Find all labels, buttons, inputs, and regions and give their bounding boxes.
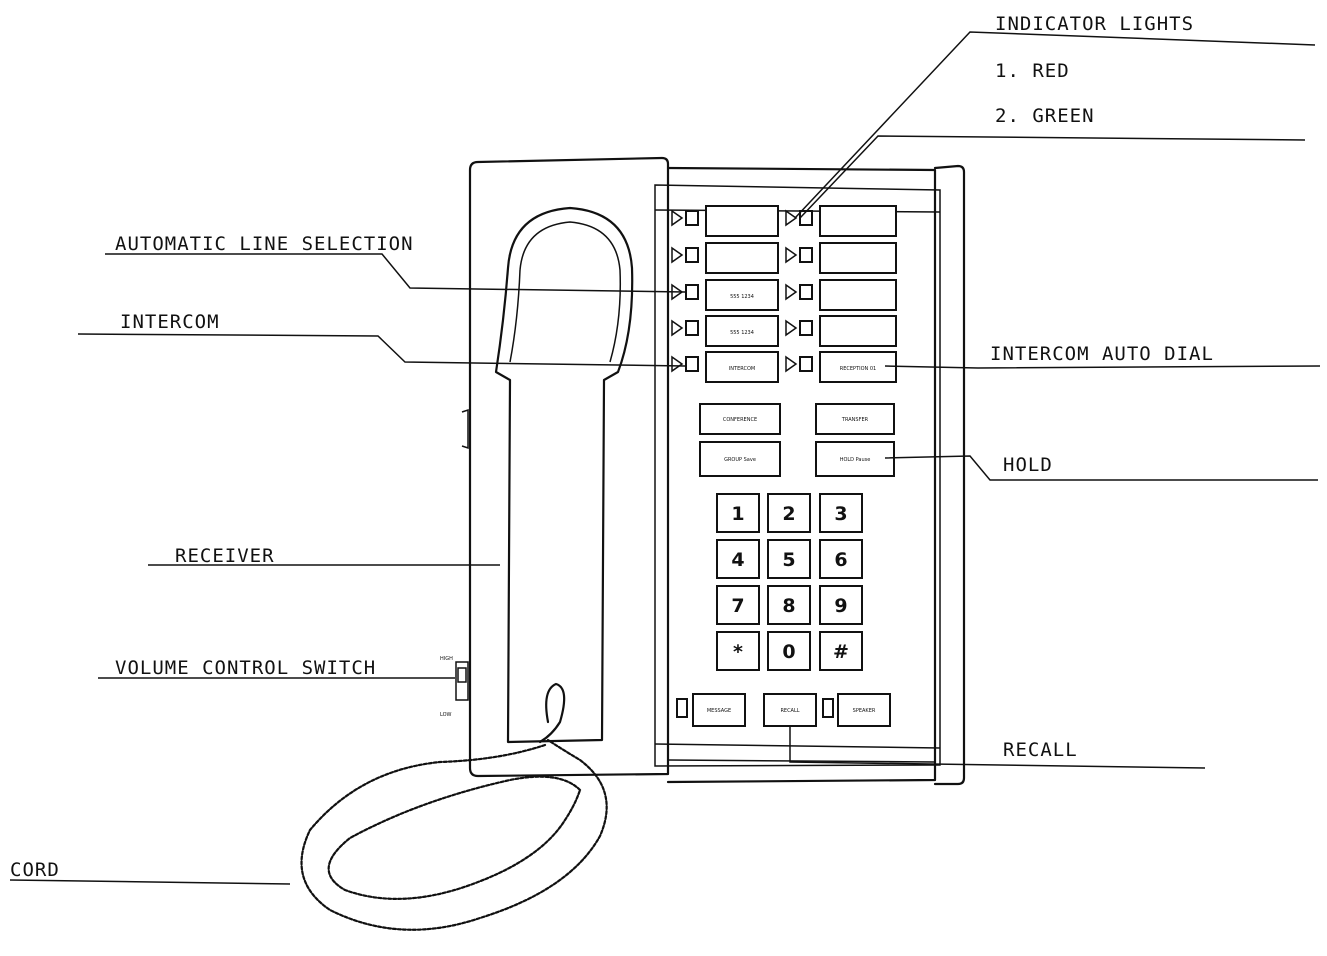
speaker-button-label: SPEAKER <box>853 708 876 714</box>
callouts: INDICATOR LIGHTS 1. RED 2. GREEN AUTOMAT… <box>10 13 1214 881</box>
indicator-light <box>686 357 698 371</box>
indicator-light <box>686 211 698 225</box>
indicator-light <box>800 321 812 335</box>
volume-high-label: HIGH <box>440 656 453 662</box>
keypad-key-label: # <box>833 641 849 663</box>
transfer-button-label: TRANSFER <box>841 417 869 423</box>
indicator-triangle <box>786 321 796 335</box>
feature-buttons: CONFERENCE TRANSFER GROUP Save HOLD Paus… <box>700 404 894 476</box>
keypad-key-label: 3 <box>834 503 847 525</box>
callout-hold: HOLD <box>1003 454 1053 476</box>
callout-indicator-lights: INDICATOR LIGHTS <box>995 13 1194 35</box>
keypad-key-label: 4 <box>731 549 744 571</box>
indicator-light <box>800 285 812 299</box>
indicator-triangle <box>786 285 796 299</box>
indicator-triangle <box>786 211 796 225</box>
keypad-key-label: 5 <box>782 549 795 571</box>
indicator-light <box>800 211 812 225</box>
line-button-left-1[interactable] <box>706 243 778 273</box>
keypad-key-label: 8 <box>782 595 795 617</box>
keypad-key-label: 9 <box>834 595 847 617</box>
indicator-triangle <box>672 357 682 371</box>
line-button-right-3[interactable] <box>820 316 896 346</box>
callout-receiver: RECEIVER <box>175 545 275 567</box>
hold-button-label: HOLD Pause <box>840 457 871 463</box>
line-button-label: 555 1234 <box>730 330 754 336</box>
receiver-handset <box>496 208 632 742</box>
keypad-key-label: 6 <box>834 549 847 571</box>
keypad-key-label: 7 <box>731 595 744 617</box>
keypad: 1 2 3 4 5 6 7 8 9 * 0 # <box>717 494 862 670</box>
callout-cord: CORD <box>10 859 60 881</box>
volume-low-label: LOW <box>440 712 452 718</box>
indicator-triangle <box>786 248 796 262</box>
speaker-light <box>823 699 833 717</box>
conference-button-label: CONFERENCE <box>723 417 757 423</box>
callout-volume-control-switch: VOLUME CONTROL SWITCH <box>115 657 376 679</box>
indicator-triangle <box>672 211 682 225</box>
callout-indicator-red: 1. RED <box>995 60 1070 82</box>
indicator-triangle <box>672 248 682 262</box>
indicator-triangle <box>786 357 796 371</box>
line-button-right-1[interactable] <box>820 243 896 273</box>
line-button-right-0[interactable] <box>820 206 896 236</box>
bottom-buttons: MESSAGE RECALL SPEAKER <box>677 694 890 726</box>
message-light <box>677 699 687 717</box>
indicator-light <box>686 285 698 299</box>
line-button-label: RECEPTION 01 <box>840 366 876 372</box>
indicator-triangle <box>672 321 682 335</box>
keypad-key-label: 0 <box>782 641 795 663</box>
leader-lines <box>10 32 1320 884</box>
callout-recall: RECALL <box>1003 739 1078 761</box>
indicator-light <box>686 248 698 262</box>
recall-button-label: RECALL <box>780 708 799 714</box>
keypad-key-label: 1 <box>731 503 744 525</box>
line-button-label: 555 1234 <box>730 294 754 300</box>
callout-intercom-auto-dial: INTERCOM AUTO DIAL <box>990 343 1214 365</box>
message-button-label: MESSAGE <box>707 708 731 714</box>
indicator-light <box>800 357 812 371</box>
keypad-key-label: 2 <box>782 503 795 525</box>
callout-intercom: INTERCOM <box>120 311 220 333</box>
keypad-key-label: * <box>733 641 743 663</box>
callout-automatic-line-selection: AUTOMATIC LINE SELECTION <box>115 233 414 255</box>
indicator-light <box>800 248 812 262</box>
volume-control-switch: HIGH LOW <box>440 410 468 718</box>
line-button-right-2[interactable] <box>820 280 896 310</box>
line-button-left-0[interactable] <box>706 206 778 236</box>
coiled-cord <box>302 684 607 930</box>
line-button-label: INTERCOM <box>729 366 755 372</box>
indicator-light <box>686 321 698 335</box>
callout-indicator-green: 2. GREEN <box>995 105 1095 127</box>
group-button-label: GROUP Save <box>724 457 756 463</box>
